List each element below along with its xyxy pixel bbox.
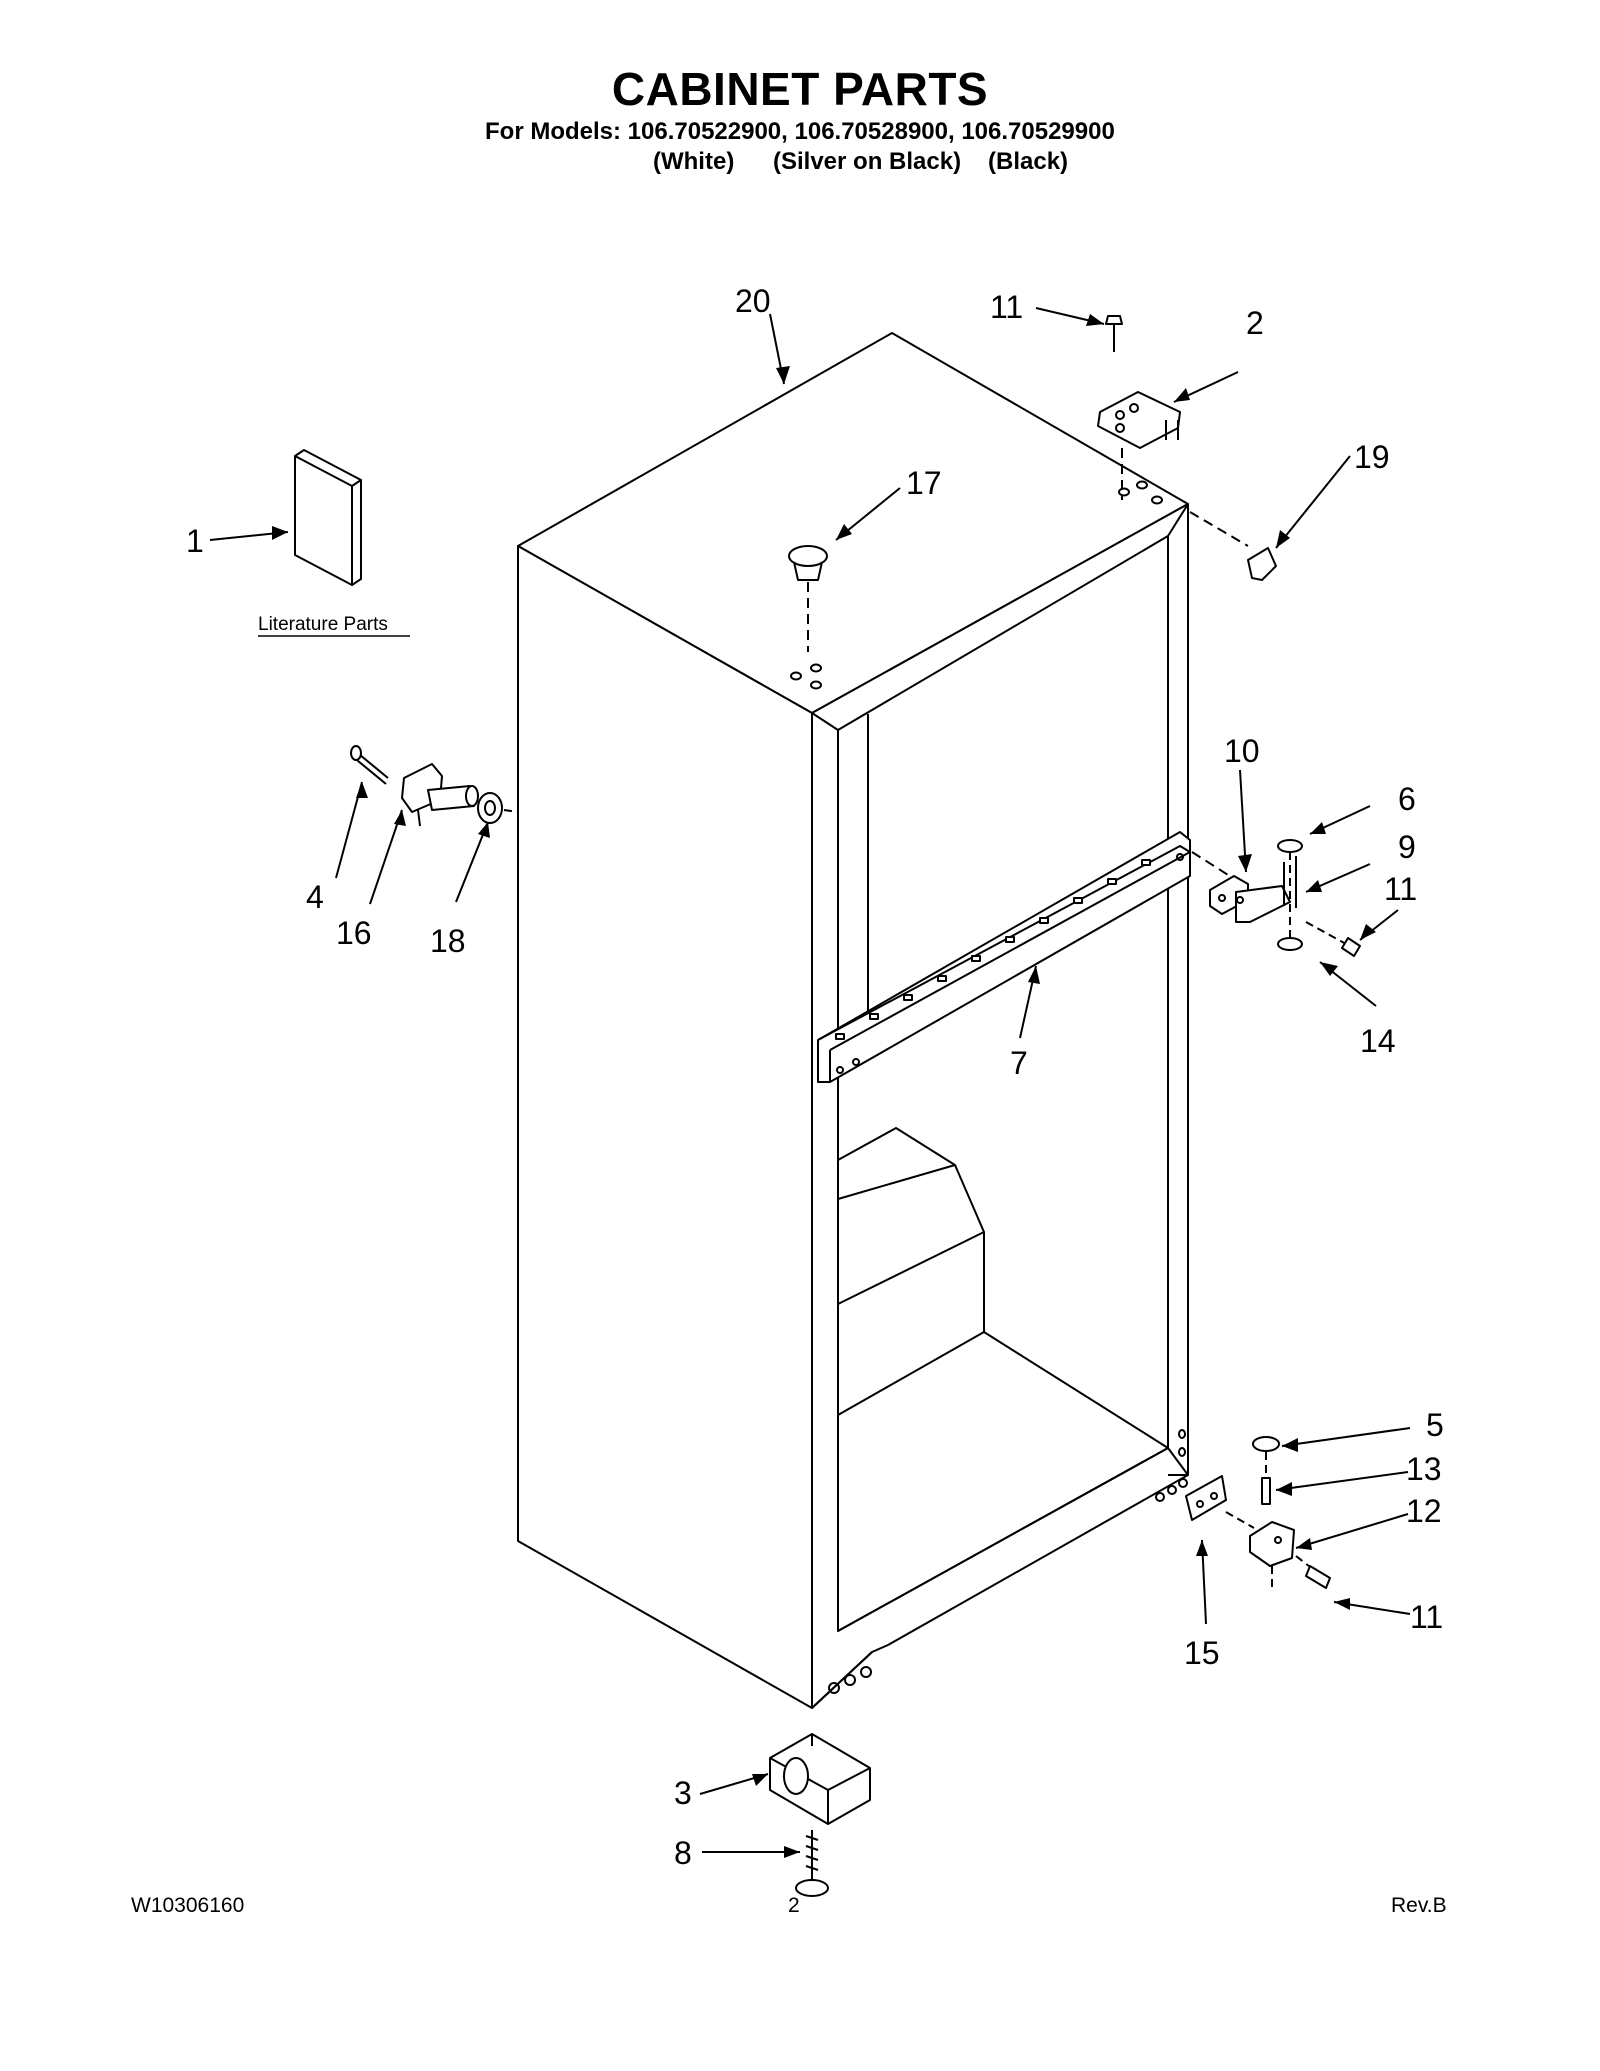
cabinet — [517, 332, 1189, 1709]
variant-black: (Black) — [988, 148, 1069, 175]
callout-16: 16 — [336, 915, 372, 951]
variant-silver-on-black: (Silver on Black) — [773, 148, 962, 175]
liner-top-edge — [811, 503, 1189, 1476]
callout-8: 8 — [674, 1835, 692, 1871]
models-line: For Models: 106.70522900, 106.70528900, … — [485, 118, 1115, 145]
liner-left-wall — [837, 714, 869, 1631]
center-hinge-bar — [817, 831, 1191, 1083]
variant-white: (White) — [653, 148, 735, 175]
callout-4: 4 — [306, 879, 324, 915]
callout-6: 6 — [1398, 781, 1416, 817]
literature-parts-label: Literature Parts — [258, 614, 388, 635]
part-19-cap — [1189, 511, 1277, 581]
left-hinge-parts — [350, 745, 519, 827]
callout-11-center: 11 — [1384, 871, 1417, 907]
callout-14: 14 — [1360, 1023, 1396, 1059]
part-17-plug — [788, 545, 828, 652]
callout-9: 9 — [1398, 829, 1416, 865]
callout-arrowheads — [272, 314, 1376, 1858]
revision: Rev.B — [1391, 1894, 1447, 1917]
callout-numbers: 20 11 2 19 17 1 10 6 9 11 14 4 16 18 7 5… — [186, 283, 1444, 1871]
callout-17: 17 — [906, 465, 942, 501]
callout-11-bottom: 11 — [1410, 1599, 1443, 1635]
callout-5: 5 — [1426, 1407, 1444, 1443]
top-hinge — [1097, 315, 1181, 500]
page-title: CABINET PARTS — [611, 63, 989, 115]
callout-13: 13 — [1406, 1451, 1442, 1487]
callout-19: 19 — [1354, 439, 1390, 475]
cabinet-side — [517, 545, 813, 1709]
cabinet-bottom-frame — [811, 1447, 1188, 1709]
model-variants: (White) (Silver on Black) (Black) — [653, 148, 1068, 176]
callout-7: 7 — [1010, 1045, 1028, 1081]
callout-18: 18 — [430, 923, 466, 959]
callout-3: 3 — [674, 1775, 692, 1811]
doc-number: W10306160 — [131, 1894, 245, 1917]
roller-and-leveler — [769, 1733, 871, 1897]
callout-11-top: 11 — [990, 289, 1023, 325]
callout-10: 10 — [1224, 733, 1260, 769]
divider-shelf — [837, 1127, 985, 1416]
literature-booklet — [294, 449, 362, 586]
lower-hinge-parts — [1185, 1436, 1331, 1590]
callout-1: 1 — [186, 523, 204, 559]
cabinet-front-frame — [811, 503, 1189, 1709]
divider-lines — [837, 1164, 1169, 1449]
callout-12: 12 — [1406, 1493, 1442, 1529]
callout-2: 2 — [1246, 305, 1264, 341]
center-hinge-parts — [1191, 839, 1361, 957]
callout-15: 15 — [1184, 1635, 1220, 1671]
callout-20: 20 — [735, 283, 771, 319]
page-number: 2 — [788, 1894, 800, 1917]
